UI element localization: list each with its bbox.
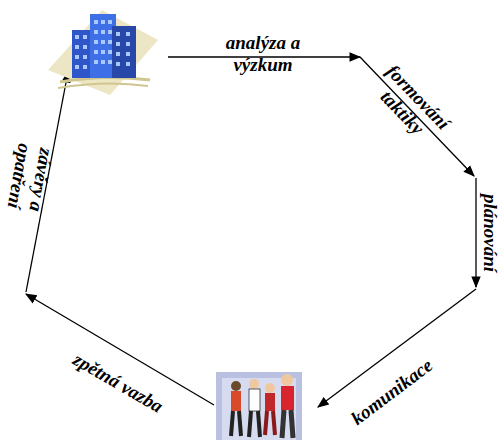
cycle-step-label: závěry a opatření — [0, 125, 60, 231]
people-clipart — [216, 372, 302, 440]
cycle-step-label: zpětná vazba — [52, 338, 184, 427]
building-clipart — [48, 10, 158, 95]
cycle-step-label: formování taktiky — [359, 54, 460, 156]
cycle-step-label: analýza a výzkum — [213, 32, 313, 76]
cycle-step-label: plánování — [479, 168, 501, 298]
cycle-step-label: komunikace — [333, 344, 450, 440]
